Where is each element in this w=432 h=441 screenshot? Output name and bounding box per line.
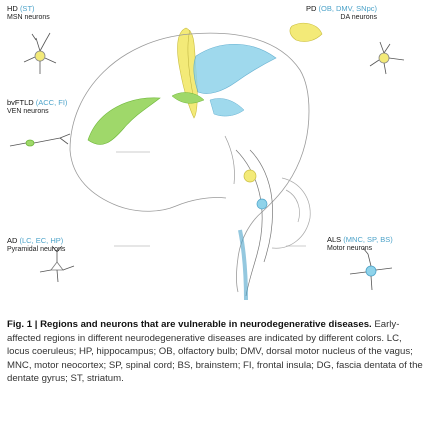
cerebellum-region <box>271 177 311 249</box>
label-als: ALS (MNC, SP, BS) Motor neurons <box>327 235 393 253</box>
label-hd: HD (ST) MSN neurons <box>7 4 50 22</box>
label-hd-regions: (ST) <box>19 4 35 13</box>
caption-figure-label: Fig. 1 | <box>7 319 38 330</box>
label-als-neurons: Motor neurons <box>327 245 373 252</box>
motor-cortex-region <box>193 43 277 117</box>
da-neuron-icon <box>369 41 405 75</box>
label-pd-neurons: DA neurons <box>340 14 377 21</box>
msn-neuron-icon <box>23 32 57 74</box>
figure-panel: HD (ST) MSN neurons PD (OB, DMV, SNpc) D… <box>7 4 405 301</box>
label-ad-neurons: Pyramidal neurons <box>7 246 66 253</box>
leader-lines <box>114 151 306 247</box>
label-hd-neurons: MSN neurons <box>7 14 50 21</box>
label-ad-abbr: AD <box>7 236 18 245</box>
label-bvftd-neurons: VEN neurons <box>7 108 49 115</box>
label-bvftd-abbr: bvFTLD <box>7 98 34 107</box>
label-ad: AD (LC, EC, HP) Pyramidal neurons <box>7 236 65 254</box>
spinal-cord-region <box>238 229 248 301</box>
label-als-regions: (MNC, SP, BS) <box>343 235 393 244</box>
caption-body: Early-affected regions in different neur… <box>7 319 423 384</box>
label-als-abbr: ALS <box>327 235 342 244</box>
label-bvftd-regions: (ACC, FI) <box>35 98 68 107</box>
brainstem-region <box>224 135 273 297</box>
label-ad-regions: (LC, EC, HP) <box>19 236 64 245</box>
brain-diagram <box>9 22 405 301</box>
caption-title: Regions and neurons that are vulnerable … <box>40 319 372 330</box>
brain-outline <box>69 32 310 293</box>
label-pd: PD (OB, DMV, SNpc) DA neurons <box>306 4 377 22</box>
label-pd-regions: (OB, DMV, SNpc) <box>318 4 377 13</box>
label-bvftd: bvFTLD (ACC, FI) VEN neurons <box>7 98 67 116</box>
pyramidal-neuron-icon <box>39 245 75 283</box>
ven-neuron-icon <box>9 133 71 147</box>
motor-neuron-icon <box>349 247 393 291</box>
label-hd-abbr: HD <box>7 4 18 13</box>
snpc-region <box>289 22 323 42</box>
figure-caption: Fig. 1 | Regions and neurons that are vu… <box>7 318 425 386</box>
label-pd-abbr: PD <box>306 4 317 13</box>
acc-region <box>87 92 205 145</box>
